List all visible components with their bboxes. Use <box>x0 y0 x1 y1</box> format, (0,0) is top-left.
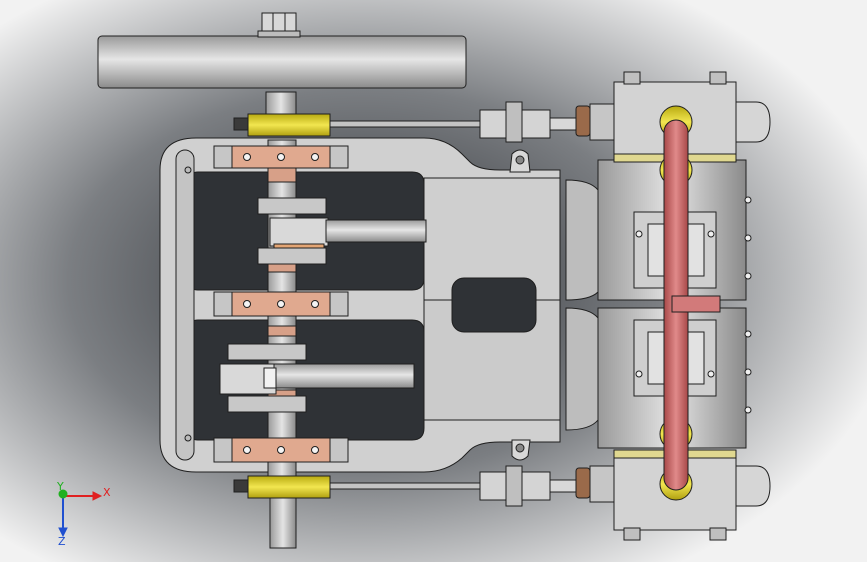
coordinate-triad <box>58 489 103 538</box>
steam-pipe[interactable] <box>663 119 721 491</box>
main-bearings[interactable] <box>213 145 349 463</box>
flywheel[interactable] <box>97 12 467 89</box>
triad-x-label: X <box>103 486 111 499</box>
triad-z-label: Z <box>58 535 66 548</box>
connecting-rods[interactable] <box>219 217 427 395</box>
flywheel-nut <box>261 12 297 34</box>
engine-model[interactable] <box>58 12 771 549</box>
triad-y-axis <box>58 489 68 499</box>
triad-y-label: Y <box>57 480 64 493</box>
eccentric-rods[interactable] <box>233 101 615 507</box>
